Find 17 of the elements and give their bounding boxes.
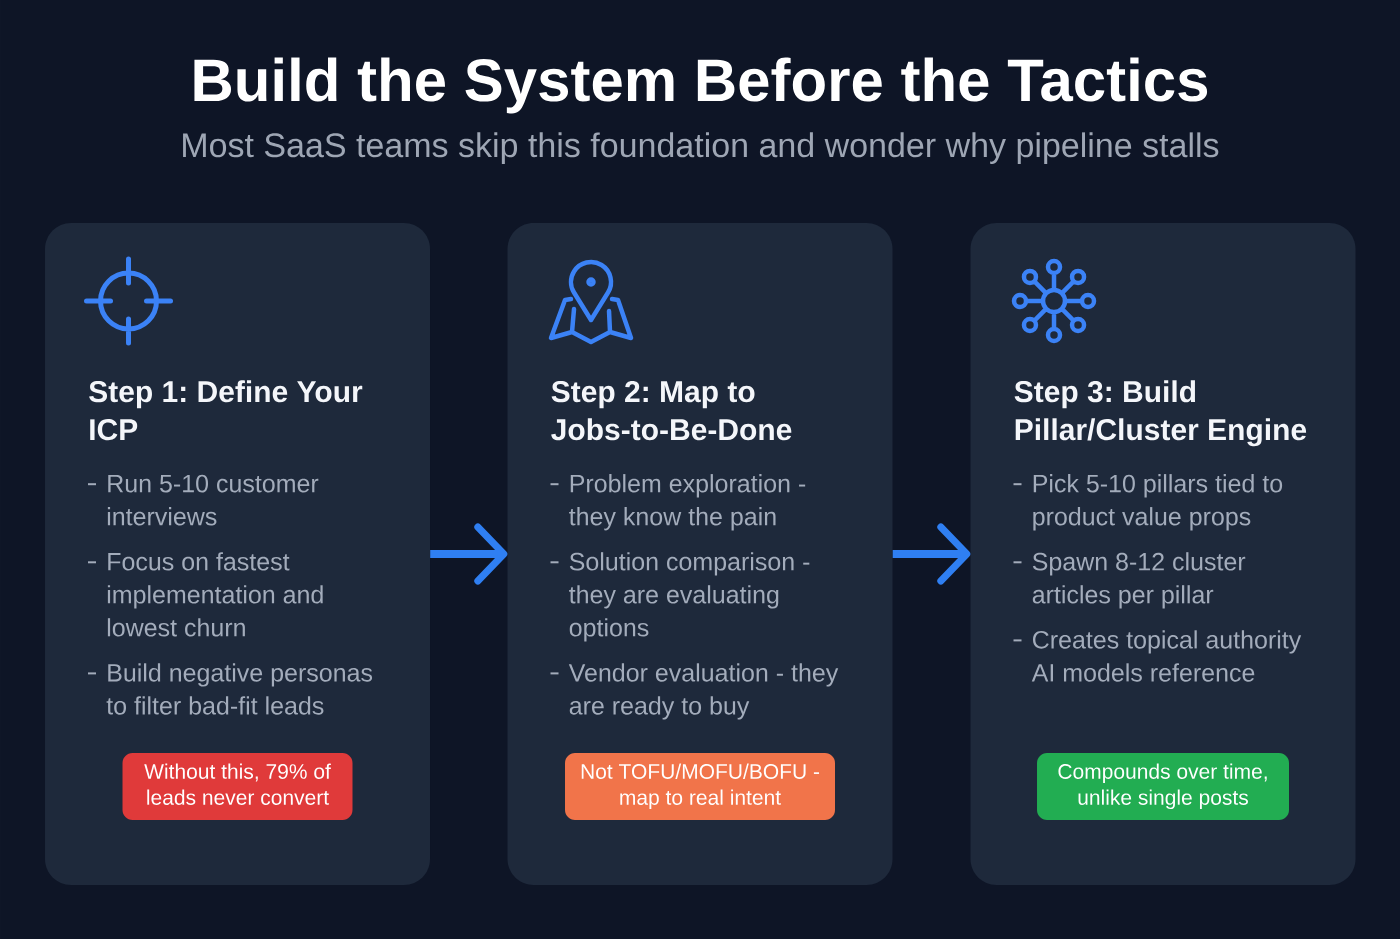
- note-badge: Compounds over time, unlike single posts: [1037, 753, 1289, 820]
- bullet-text: Solution comparison - they are evaluating options: [569, 552, 810, 642]
- bullet-text: Creates topical authority AI models reference: [1031, 630, 1302, 682]
- subtitle: Most SaaS teams skip this foundation and wonder why pipeline stalls: [183, 132, 1219, 165]
- step-heading: Step 1: Define Your ICP: [89, 380, 363, 441]
- bullet-text: Problem exploration - they know the pain: [569, 474, 806, 531]
- bullet-text: Vendor evaluation - they are ready to buy: [568, 663, 839, 720]
- bullet-text: Focus on fastest implementation and lowest churn: [107, 552, 323, 637]
- bullet-text: Build negative personas to filter bad-fit leads: [106, 663, 373, 715]
- bullet-text: Spawn 8-12 cluster articles per pillar: [1032, 552, 1246, 609]
- note-badge: Without this, 79% of leads never convert: [122, 753, 353, 820]
- step-heading: Step 2: Map to Jobs-to-Be-Done: [551, 381, 792, 441]
- note-badge: Not TOFU/MOFU/BOFU - map to real intent: [565, 753, 835, 820]
- bullet-text: Pick 5-10 pillars tied to product value props: [1033, 474, 1283, 531]
- title: Build the System Before the Tactics: [194, 57, 1208, 114]
- step-heading: Step 3: Build Pillar/Cluster Engine: [1014, 380, 1307, 447]
- bullet-text: Run 5-10 customer interviews: [107, 474, 319, 526]
